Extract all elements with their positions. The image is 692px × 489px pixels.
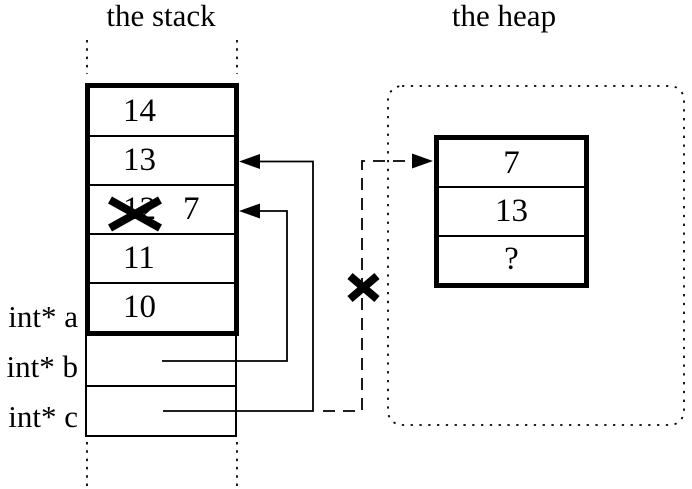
- heap-cell-value: 7: [503, 144, 520, 181]
- pointer-variable-cells: [85, 336, 237, 437]
- heap-cell-1: 13: [439, 186, 584, 234]
- heap-cell-value: 13: [495, 192, 528, 229]
- stack-cell-1: 13: [90, 135, 234, 184]
- heap-title: the heap: [451, 0, 557, 33]
- replacement-value: 7: [183, 191, 200, 227]
- stack-cell-value: 13: [123, 142, 156, 178]
- crossed-out-value: 12: [123, 191, 156, 227]
- stack-cell-0: 14: [90, 88, 234, 135]
- stack-cell-3: 11: [90, 233, 234, 282]
- pointer-label-c: int* c: [8, 399, 78, 434]
- heap-cell-value: ?: [504, 241, 519, 278]
- pointer-label-b: int* b: [6, 349, 78, 384]
- stack-cell-4: 10: [90, 282, 234, 331]
- stack-top-boundary-dotted-line: [86, 40, 238, 74]
- arrowhead-icon: [239, 154, 260, 169]
- heap-cell-2: ?: [439, 234, 584, 283]
- pointer-cell-b: [87, 336, 235, 385]
- stack-cell-value: 11: [123, 240, 155, 276]
- arrowhead-icon: [412, 153, 433, 169]
- arrowhead-icon: [239, 203, 260, 219]
- stack-cell-value: 10: [123, 289, 156, 325]
- stack-title: the stack: [106, 0, 216, 33]
- heap-box: 7 13 ?: [434, 135, 589, 288]
- stack-cell-2: 12 7: [90, 184, 234, 233]
- dangling-pointer-dashed-line: [323, 160, 412, 412]
- stack-bottom-boundary-dotted-line: [86, 442, 238, 488]
- stack-cell-value: 14: [123, 93, 156, 129]
- pointer-cell-c: [87, 384, 235, 436]
- pointer-label-a: int* a: [8, 299, 78, 334]
- stack-box: 14 13 12 7 11 10: [85, 83, 239, 336]
- heap-cell-0: 7: [439, 140, 584, 186]
- broken-link-x-icon: [347, 272, 380, 303]
